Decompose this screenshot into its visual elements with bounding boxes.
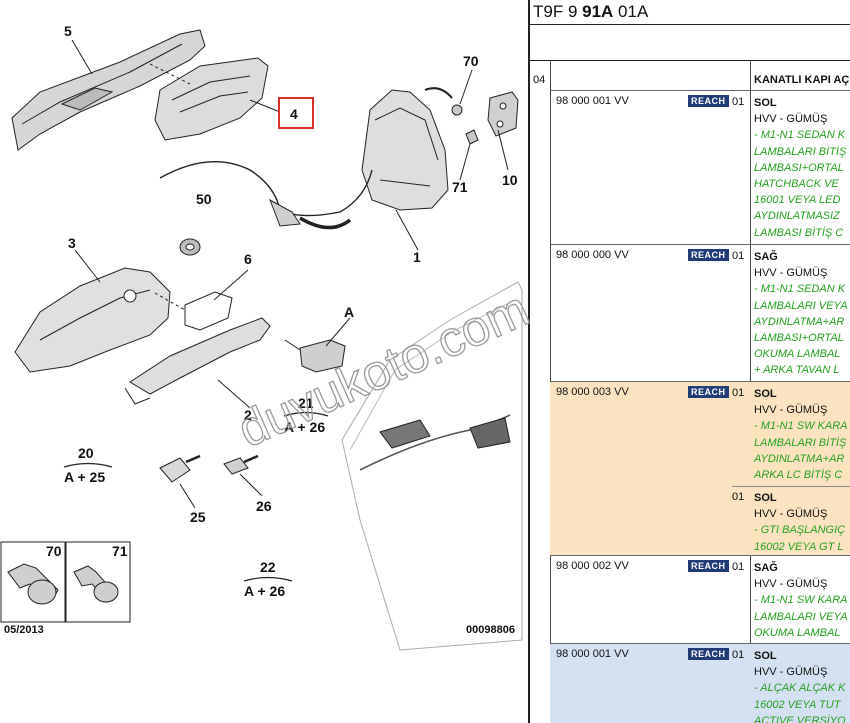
diagram-date: 05/2013 (4, 624, 44, 636)
reach-badge: REACH (688, 95, 729, 107)
callout-2[interactable]: 2 (244, 407, 252, 423)
callout-4[interactable]: 4 (290, 106, 298, 122)
part-26-key-blade[interactable] (223, 457, 249, 475)
table-row[interactable]: 98 000 002 VV REACH 01 SAĞ HVV - GÜMÜŞ -… (550, 555, 850, 644)
part-5-handle-cover[interactable] (11, 29, 206, 151)
part-2-outside-handle[interactable] (129, 317, 271, 395)
section-title: KANATLI KAPI AÇ (754, 74, 850, 86)
part-3-handle-frame[interactable] (14, 267, 171, 373)
callout-21[interactable]: 21 (298, 395, 314, 411)
door-outline (341, 281, 523, 651)
table-row[interactable]: 98 000 001 VV REACH 01 SOL HVV - GÜMÜŞ -… (550, 643, 850, 723)
table-row[interactable]: 98 000 003 VV REACH 01 SOL HVV - GÜMÜŞ -… (550, 381, 850, 556)
parts-diagram: 5 4 70 10 71 1 50 3 6 A 2 21 A + 26 20 A… (0, 23, 523, 651)
model-code: T9F 9 91A 01A (533, 2, 649, 21)
callout-71[interactable]: 71 (452, 179, 468, 195)
callout-22[interactable]: 22 (260, 559, 276, 575)
inset-70-label: 70 (46, 543, 62, 559)
part-6-gasket[interactable] (184, 291, 233, 331)
callout-70[interactable]: 70 (463, 53, 479, 69)
callout-20[interactable]: 20 (78, 445, 94, 461)
callout-3[interactable]: 3 (68, 235, 76, 251)
table-row[interactable]: 98 000 001 VV REACH 01 SOL HVV - GÜMÜŞ -… (550, 90, 850, 245)
inset-screw-70 (0, 541, 66, 623)
group-number: 04 (533, 74, 546, 86)
part-10-striker[interactable] (487, 91, 519, 137)
callout-20-ref[interactable]: A + 25 (64, 469, 105, 485)
callout-1[interactable]: 1 (413, 249, 421, 265)
callout-22-ref[interactable]: A + 26 (244, 583, 285, 599)
parts-list-panel: T9F 9 91A 01A 04 KANATLI KAPI AÇ 98 000 … (528, 0, 850, 723)
reach-badge: REACH (688, 386, 729, 398)
callout-21-ref[interactable]: A + 26 (284, 419, 325, 435)
callout-26[interactable]: 26 (256, 498, 272, 514)
callout-50[interactable]: 50 (196, 191, 212, 207)
callout-5[interactable]: 5 (64, 23, 72, 39)
highlight-box (278, 97, 314, 129)
table-row[interactable]: 98 000 000 VV REACH 01 SAĞ HVV - GÜMÜŞ -… (550, 244, 850, 382)
reach-badge: REACH (688, 648, 729, 660)
callout-a[interactable]: A (344, 304, 354, 320)
callout-10[interactable]: 10 (502, 172, 518, 188)
screw-71[interactable] (465, 129, 479, 145)
reach-badge: REACH (688, 560, 729, 572)
callout-25[interactable]: 25 (190, 509, 206, 525)
part-25-key[interactable] (159, 457, 191, 483)
inset-screw-71 (65, 541, 131, 623)
reach-badge: REACH (688, 249, 729, 261)
drawing-number: 00098806 (466, 624, 515, 636)
callout-6[interactable]: 6 (244, 251, 252, 267)
inset-71-label: 71 (112, 543, 128, 559)
screw-70[interactable] (451, 104, 463, 116)
part-a-lock-cylinder[interactable] (299, 339, 346, 373)
